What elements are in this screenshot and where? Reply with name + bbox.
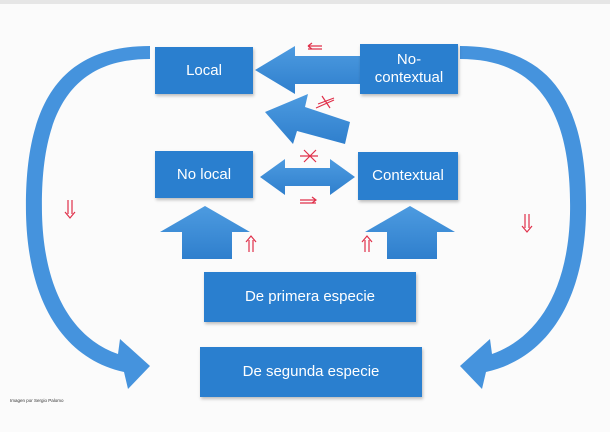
local-box: Local (155, 47, 253, 94)
arrow-contextual-to-local (265, 94, 350, 144)
red-arrow-down-left (64, 200, 76, 219)
non-local-label: No local (176, 165, 232, 183)
arrow-up-to-contextual (365, 206, 455, 259)
double-arrow-nonlocal-contextual (260, 159, 355, 195)
contextual-label: Contextual (372, 167, 444, 184)
right-curved-arrow (460, 46, 587, 389)
arrow-up-to-nonlocal (160, 206, 250, 259)
first-kind-label: De primera especie (244, 288, 376, 305)
contextual-box: Contextual (358, 152, 458, 200)
arrows-layer (25, 42, 587, 389)
image-credit: Imagen por Sergio Palomo (10, 398, 64, 403)
first-kind-box: De primera especie (204, 272, 416, 322)
non-contextual-label: No- contextual (374, 51, 444, 86)
red-crossed-arrow-horizontal (300, 149, 318, 163)
red-arrow-up-contextual (361, 235, 373, 252)
red-arrow-left-top (307, 42, 322, 50)
red-annotations (64, 42, 533, 252)
red-arrow-up-nonlocal (245, 235, 257, 252)
red-arrow-down-right (521, 214, 533, 233)
arrow-noncontextual-to-local (255, 46, 360, 94)
red-arrow-right-mid (300, 196, 317, 204)
non-local-box: No local (155, 151, 253, 198)
left-curved-arrow (25, 46, 150, 389)
second-kind-label: De segunda especie (242, 363, 380, 380)
local-label: Local (186, 61, 222, 79)
non-contextual-box: No- contextual (360, 44, 458, 94)
second-kind-box: De segunda especie (200, 347, 422, 397)
red-crossed-arrow-diagonal (315, 95, 335, 109)
